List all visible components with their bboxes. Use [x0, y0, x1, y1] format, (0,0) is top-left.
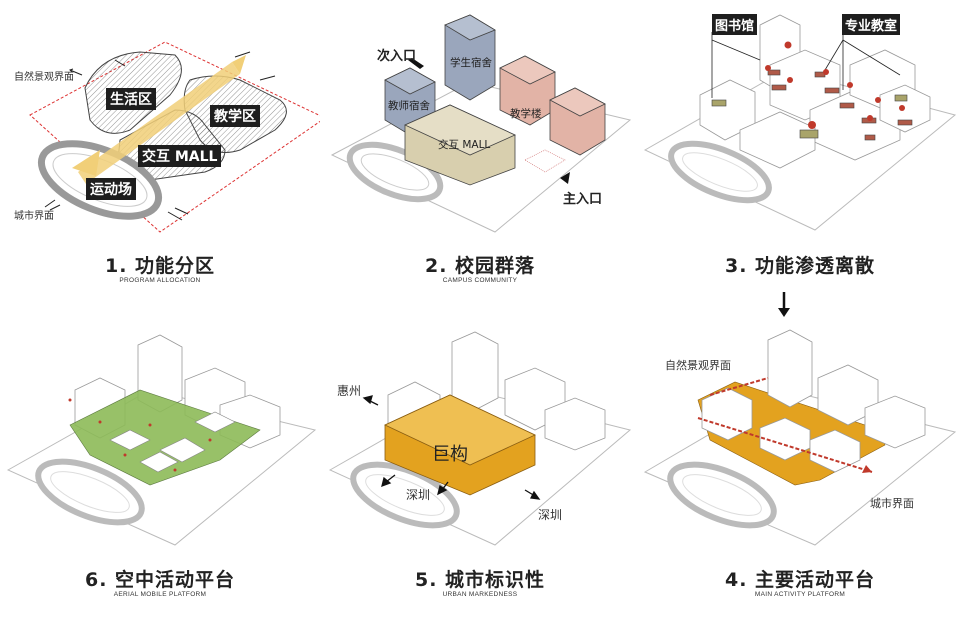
flow-arrowhead [862, 465, 872, 473]
label-sport-zone: 运动场 [86, 178, 136, 200]
panel-program-allocation: 自然景观界面 生活区 教学区 交互 MALL 运动场 城市界面 1. 功能分区 … [0, 0, 320, 309]
site-diagram-6 [6, 334, 317, 546]
track-3 [668, 140, 772, 204]
megastructure [384, 394, 536, 496]
entry-plaza [524, 149, 566, 173]
site-diagram-4 [643, 329, 957, 546]
label-teaching-building: 教学楼 [510, 108, 542, 120]
label-shenzhen-right: 深圳 [538, 508, 563, 522]
label-city-interface: 城市界面 [870, 497, 914, 510]
site-diagram-3 [643, 14, 957, 231]
label-teach-zone: 教学区 [210, 105, 260, 127]
label-teacher-dorm: 教师宿舍 [388, 100, 430, 112]
label-second-entrance: 次入口 [377, 49, 417, 64]
panel-title: 2. 校园群落 [424, 255, 536, 277]
panel-title: 4. 主要活动平台 [724, 569, 876, 591]
label-library: 图书馆 [712, 14, 758, 35]
label-huizhou: 惠州 [337, 384, 362, 398]
label-shenzhen-left: 深圳 [406, 488, 431, 502]
label-city-interface: 城市界面 [14, 211, 54, 222]
label-nature-interface: 自然景观界面 [14, 72, 74, 83]
panel-title: 6. 空中活动平台 [84, 569, 236, 591]
entrance-arrows [408, 58, 570, 184]
pin-icons [765, 41, 905, 129]
panel-campus-community: 次入口 学生宿舍 教师宿舍 教学楼 交互 MALL 主入口 2. 校园群落 CA… [320, 0, 640, 309]
label-mall: 交互 MALL [438, 139, 491, 151]
label-mall-zone: 交互 MALL [138, 145, 222, 167]
people-dots [68, 398, 212, 472]
leader-lines [711, 32, 901, 98]
panel-title: 3. 功能渗透离散 [724, 255, 876, 277]
panel-title: 5. 城市标识性 [414, 569, 546, 591]
direction-arrows-5 [362, 395, 541, 500]
panel-title: 1. 功能分区 [104, 255, 216, 277]
block-teachbld [499, 55, 606, 156]
panel-function-penetration: 图书馆 专业教室 3. 功能渗透离散 [640, 0, 960, 309]
label-dorm: 学生宿舍 [450, 57, 492, 69]
site-diagram-5 [328, 331, 632, 546]
label-megastructure: 巨构 [432, 444, 468, 465]
platform-details [109, 411, 236, 473]
green-platform [69, 389, 261, 486]
track-2 [346, 141, 444, 203]
panel-subtitle: URBAN MARKEDNESS [442, 591, 518, 598]
label-main-entrance: 主入口 [563, 192, 603, 207]
label-classroom: 专业教室 [842, 14, 901, 35]
arrow-down-icon [778, 292, 790, 317]
library-highlights [711, 94, 908, 139]
track-4 [667, 461, 777, 529]
panel-subtitle: CAMPUS COMMUNITY [442, 277, 518, 284]
label-nature-interface: 自然景观界面 [665, 359, 731, 372]
panel-subtitle: AERIAL MOBILE PLATFORM [113, 591, 207, 598]
panel-main-platform: 自然景观界面 城市界面 4. 主要活动平台 MAIN ACTIVITY PLAT… [640, 310, 960, 619]
block-mall [404, 104, 516, 186]
panel-urban-markedness: 惠州 巨构 深圳 深圳 5. 城市标识性 URBAN MARKEDNESS [320, 310, 640, 619]
block-dorm [444, 14, 496, 101]
panel-subtitle: MAIN ACTIVITY PLATFORM [754, 591, 846, 598]
panel-subtitle: PROGRAM ALLOCATION [119, 277, 201, 284]
flow-lines [697, 377, 873, 473]
diagonal-arrow [72, 55, 246, 184]
track-6 [35, 458, 145, 526]
panel-aerial-platform: 6. 空中活动平台 AERIAL MOBILE PLATFORM [0, 310, 320, 619]
site-diagram-2 [330, 14, 632, 233]
label-life-zone: 生活区 [106, 88, 156, 110]
white-buildings-4 [701, 329, 926, 473]
direction-arrows [44, 51, 276, 221]
